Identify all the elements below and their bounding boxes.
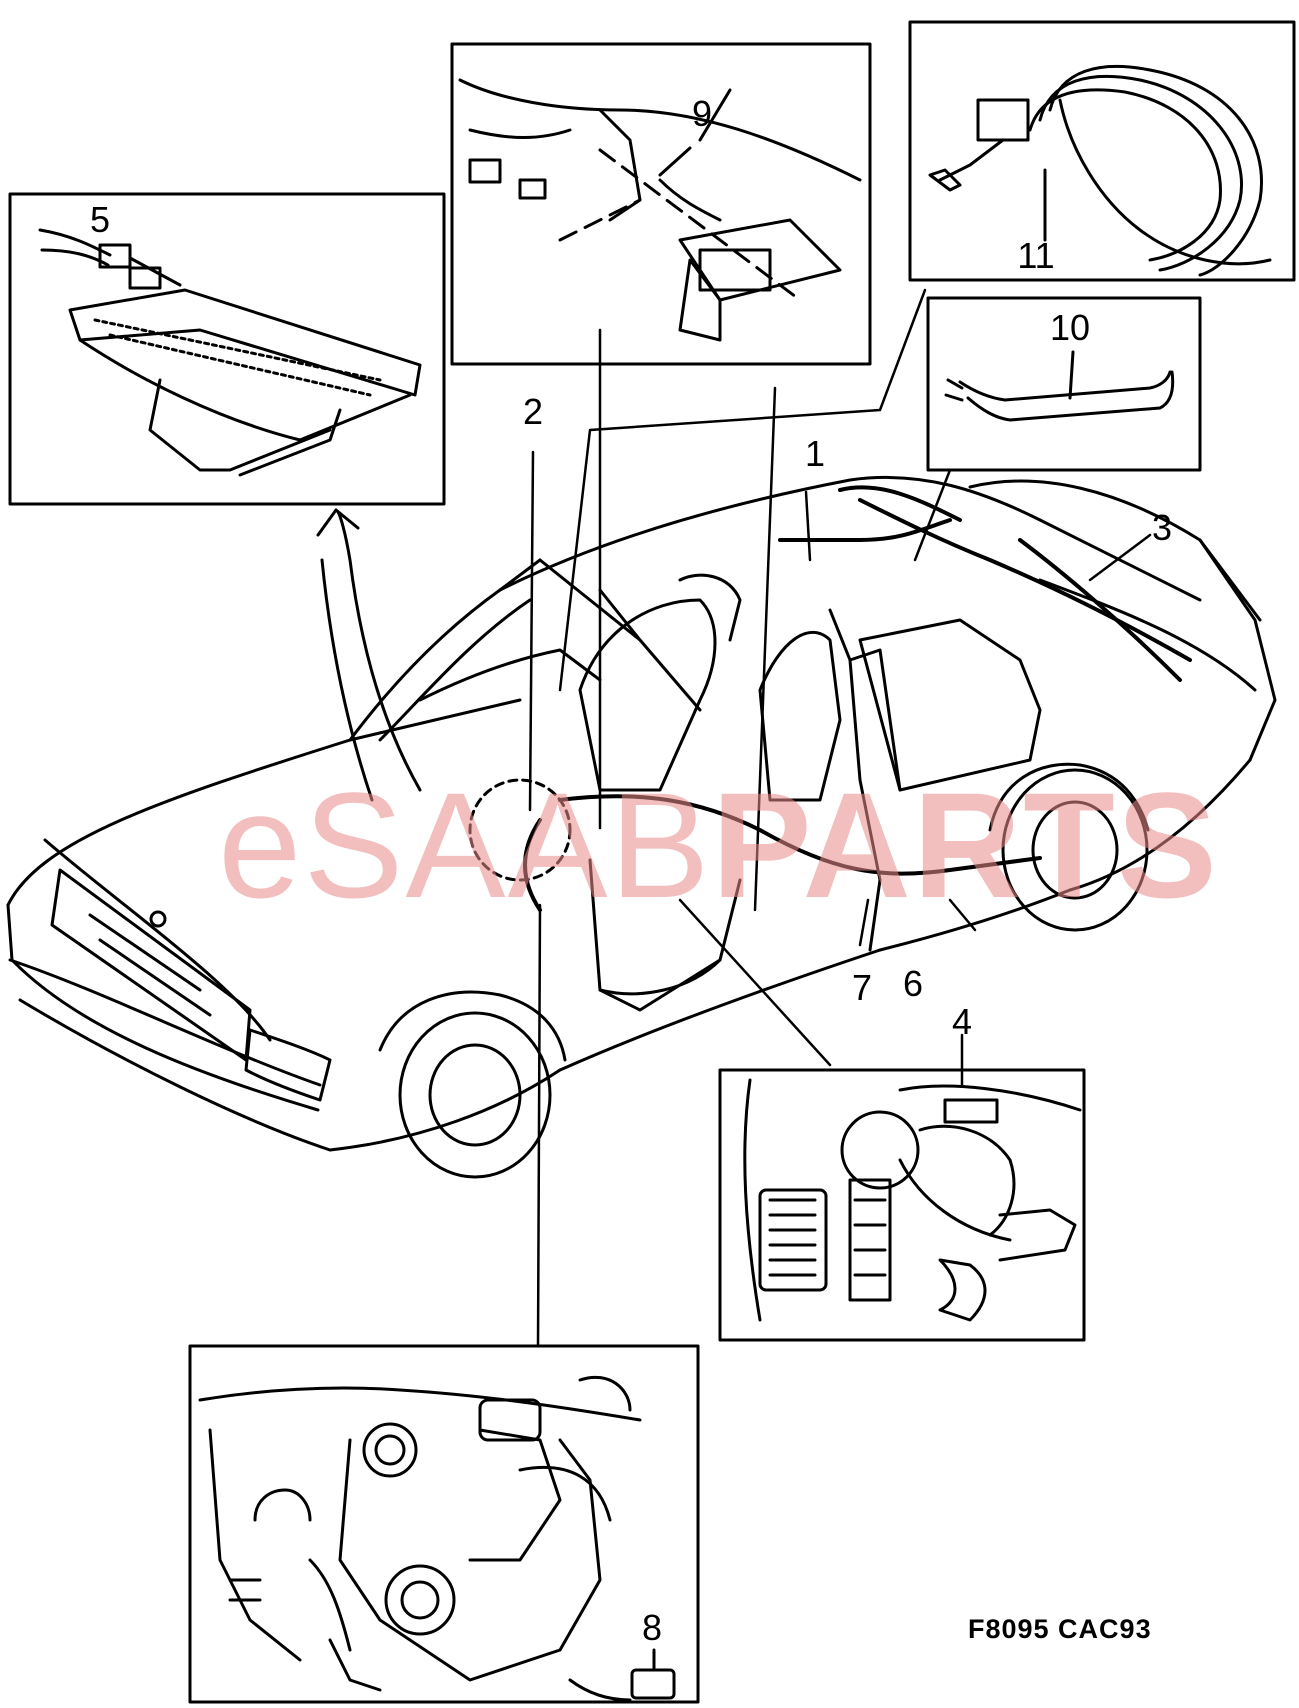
wiring-harness — [468, 485, 1192, 912]
callout-3: 3 — [1151, 507, 1173, 548]
leader-lines — [528, 288, 1152, 1348]
inset-frame-9 — [450, 42, 872, 366]
inset-11-drawing — [928, 64, 1272, 277]
inset-10-drawing — [944, 350, 1175, 422]
pointer-arrow — [336, 510, 422, 792]
inset-frame-4 — [718, 1068, 1086, 1342]
inset-5-drawing — [38, 228, 422, 477]
inset-8-drawing — [198, 1375, 676, 1702]
inset-frame-11 — [908, 20, 1296, 282]
callout-9: 9 — [691, 93, 713, 134]
rear-wheel — [1001, 768, 1149, 932]
callout-2: 2 — [522, 391, 544, 432]
callout-10: 10 — [1049, 307, 1091, 348]
callout-11: 11 — [1017, 235, 1055, 276]
callout-6: 6 — [902, 963, 924, 1004]
car-body — [6, 475, 1277, 1179]
watermark-suffix: PARTS — [711, 761, 1219, 929]
callout-5: 5 — [89, 199, 111, 240]
front-wheel — [398, 1011, 552, 1179]
callout-1: 1 — [804, 433, 826, 474]
callout-7: 7 — [851, 967, 873, 1008]
inset-frame-5 — [8, 192, 446, 506]
inset-frame-8 — [188, 1344, 700, 1704]
inset-frame-10 — [926, 296, 1202, 472]
inset-4-drawing — [743, 1078, 1082, 1322]
inset-9-drawing — [458, 78, 862, 342]
watermark-prefix: eSAAB — [218, 761, 712, 929]
esaabparts-watermark: eSAABPARTS — [218, 770, 1219, 920]
callout-4: 4 — [951, 1001, 973, 1042]
figure-code: F8095 CAC93 — [968, 1614, 1152, 1644]
callout-8: 8 — [641, 1607, 663, 1648]
